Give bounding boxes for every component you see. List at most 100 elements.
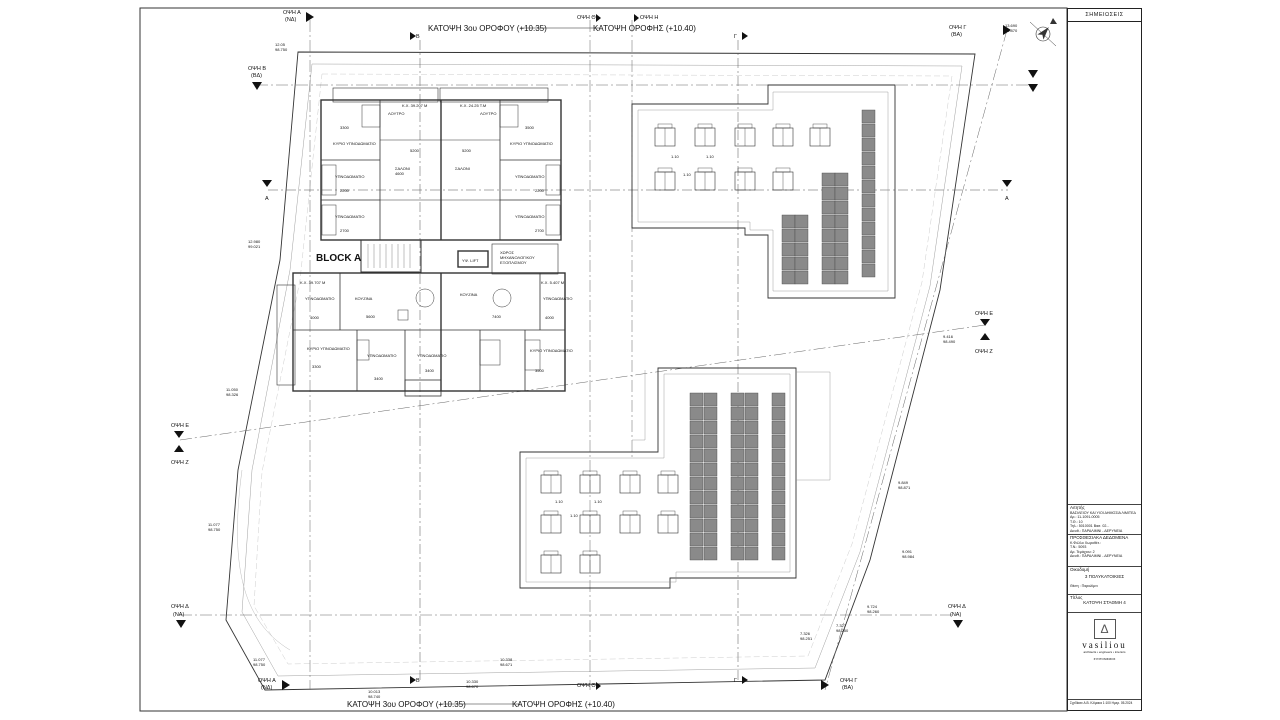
ac-unit-upper-1-top [657,123,673,129]
owner-line-5: Διευθ.: ΠΑΡΑΛΙΜΝΙ - ΔΕΡΥΝΕΙΑ [1070,528,1123,533]
level-8: 10.330 [466,679,479,684]
dim-14: 3400 [425,368,435,373]
title-top-right: ΚΑΤΟΨΗ ΟΡΟΦΗΣ (+10.40) [593,24,696,33]
owner-section: Αιτητής ΒΑΣΙΛΕΙΟΥ ΚΑΙ ΥΙΟΙ ΔΗΜΟΣΙΑ ΛΙΜΙΤ… [1068,504,1141,562]
section-a-left-label: Α [265,196,269,202]
solar-panel-lower-a-cell [689,392,704,407]
view-a-top-arrow [306,12,314,22]
solar-panel-lower-a-cell [689,546,704,561]
level-5b: 98.750 [208,527,221,532]
section-g-bottom-arrow [742,676,748,684]
solar-panel-lower-e-cell [771,406,786,421]
solar-panel-lower-e-cell [771,434,786,449]
lower-balcony-left [276,284,296,386]
notes-header: ΣΗΜΕΙΩΣΕΙΣ [1068,9,1141,22]
solar-panel-upper-a-cell [781,242,796,257]
solar-panel-lower-d-cell [744,532,759,547]
level-1: 12.05 [275,42,286,47]
roof-lower-outline [519,367,797,589]
ac-unit-lower-6-top [582,510,598,516]
roof-lower-solar-panels [689,392,786,561]
solar-panel-lower-c-cell [730,392,745,407]
building-section: Οικοδομή 3 ΠΟΛΥΚΑΤΟΙΚΙΕΣ Θέση : Παραλίμν… [1068,566,1141,594]
solar-panel-lower-e-cell [771,462,786,477]
dining-table-left [415,288,435,308]
solar-panel-lower-c-cell [730,546,745,561]
dim-6: 5200 [462,148,472,153]
plant-room [491,243,559,275]
view-d-left-dir: (ΝΑ) [173,612,184,618]
level-2: 13.690 [1005,23,1018,28]
level-8b: 98.670 [466,684,479,689]
roof-lower-parapet [525,373,791,583]
view-markers: ΟΨΗ Α (ΝΔ) ΟΨΗ Θ ΟΨΗ Η ΟΨΗ Γ (ΒΑ) ΟΨΗ Β … [171,10,1038,691]
solar-panel-lower-b-cell [703,546,718,561]
solar-panel-lower-d-cell [744,490,759,505]
view-eta-top: ΟΨΗ Η [640,15,658,21]
solar-panel-upper-d-cell [834,228,849,243]
roof-upper-parapet [637,91,889,292]
solar-panel-upper-a-cell [781,270,796,285]
section-b-top-arrow [410,32,416,40]
area-label-2: Κ.Χ. 24.25 Τ.Μ [460,103,486,108]
solar-panel-lower-d-cell [744,476,759,491]
solar-panel-upper-e-cell [861,165,876,180]
solar-panel-lower-b-cell [703,476,718,491]
room-master-3: ΚΥΡΙΟ ΥΠΝΟΔΩΜΑΤΙΟ [307,346,350,351]
view-gamma-bottom-arrow [821,680,829,690]
title-bottom-left: ΚΑΤΟΨΗ 3ου ΟΡΟΦΟΥ (+10.35) [347,700,466,709]
owner-line-4: Τηλ.: 5010001 Βασ. 02... [1070,524,1110,529]
view-eta-top-arrow [634,14,639,22]
view-a-bottom-dir: (ΝΔ) [261,685,272,691]
view-a-bottom: ΟΨΗ Α [258,678,276,684]
solar-panel-upper-e-cell [861,193,876,208]
view-z-right-arrow [980,333,990,340]
room-bed-2: ΥΠΝΟΔΩΜΑΤΙΟ [515,174,545,179]
roof-lower-dim-2: 1.10 [594,499,603,504]
dim-3: 4600 [395,171,405,176]
solar-panel-upper-b-cell [794,242,809,257]
room-bed-4: ΥΠΝΟΔΩΜΑΤΙΟ [515,214,545,219]
footer-section: Σχεδίασε Α.Β. Κλίμακα 1:100 Ημερ. 05.202… [1068,699,1141,711]
view-gamma-bottom: ΟΨΗ Γ [840,678,857,684]
room-bed-3: ΥΠΝΟΔΩΜΑΤΙΟ [335,214,365,219]
level-9: 10.338 [500,657,513,662]
solar-panel-upper-a-cell [781,228,796,243]
view-gamma-top: ΟΨΗ Γ [949,25,966,31]
solar-panel-lower-b-cell [703,392,718,407]
view-theta-bottom: ΟΨΗ Θ [577,683,596,689]
section-markers: Α Α Β Β Γ Γ [262,32,1012,684]
solar-panel-lower-a-cell [689,448,704,463]
solar-panel-upper-c-cell [821,172,836,187]
solar-panel-lower-d-cell [744,462,759,477]
solar-panel-lower-e-cell [771,532,786,547]
solar-panel-lower-e-cell [771,392,786,407]
room-kitchen-2: ΚΟΥΖΙΝΑ [460,292,478,297]
solar-panel-upper-e-cell [861,137,876,152]
room-bed-1: ΥΠΝΟΔΩΜΑΤΙΟ [335,174,365,179]
ac-unit-lower-2-top [582,470,598,476]
room-bed-6: ΥΠΝΟΔΩΜΑΤΙΟ [543,296,573,301]
level-15: 7.327 [836,623,847,628]
roof-upper-dim-1: 1.10 [671,154,680,159]
dim-5: 2200 [535,188,545,193]
room-bath-2: ΛΟΥΤΡΟ [480,111,496,116]
dim-9: 2700 [535,228,545,233]
dim-7: 5200 [410,148,420,153]
section-b-bottom-label: Β [416,678,420,684]
project-line-2: Τ.Ν.: 5093 [1070,545,1087,550]
project-label: ΠΡΟΣΘΕΣΙΑΚΑ ΔΕΔΟΜΕΝΑ [1070,535,1129,540]
drawing-label: Τίτλος [1070,595,1083,600]
dim-1: 3300 [340,125,350,130]
floor-plan-labels: BLOCK A ΥΨ. LIFT ΧΩΡΟΣ ΜΗΧΑΝΟΛΟΓΙΚΟΥ ΕΞΟ… [300,103,573,381]
view-d-right-dir: (ΝΑ) [950,612,961,618]
ac-unit-lower-5-top [543,510,559,516]
solar-panel-lower-d-cell [744,448,759,463]
solar-panel-lower-d-cell [744,546,759,561]
project-section: ΠΡΟΣΘΕΣΙΑΚΑ ΔΕΔΟΜΕΝΑ Κ.Φύλλο Χωροθέτ.: Τ… [1068,534,1141,566]
firm-sub: ΣΥΝΤΟΝΙΣΜΟΣ [1093,657,1116,661]
solar-panel-upper-e-cell [861,249,876,264]
solar-panel-lower-e-cell [771,490,786,505]
solar-panel-upper-c-cell [821,270,836,285]
